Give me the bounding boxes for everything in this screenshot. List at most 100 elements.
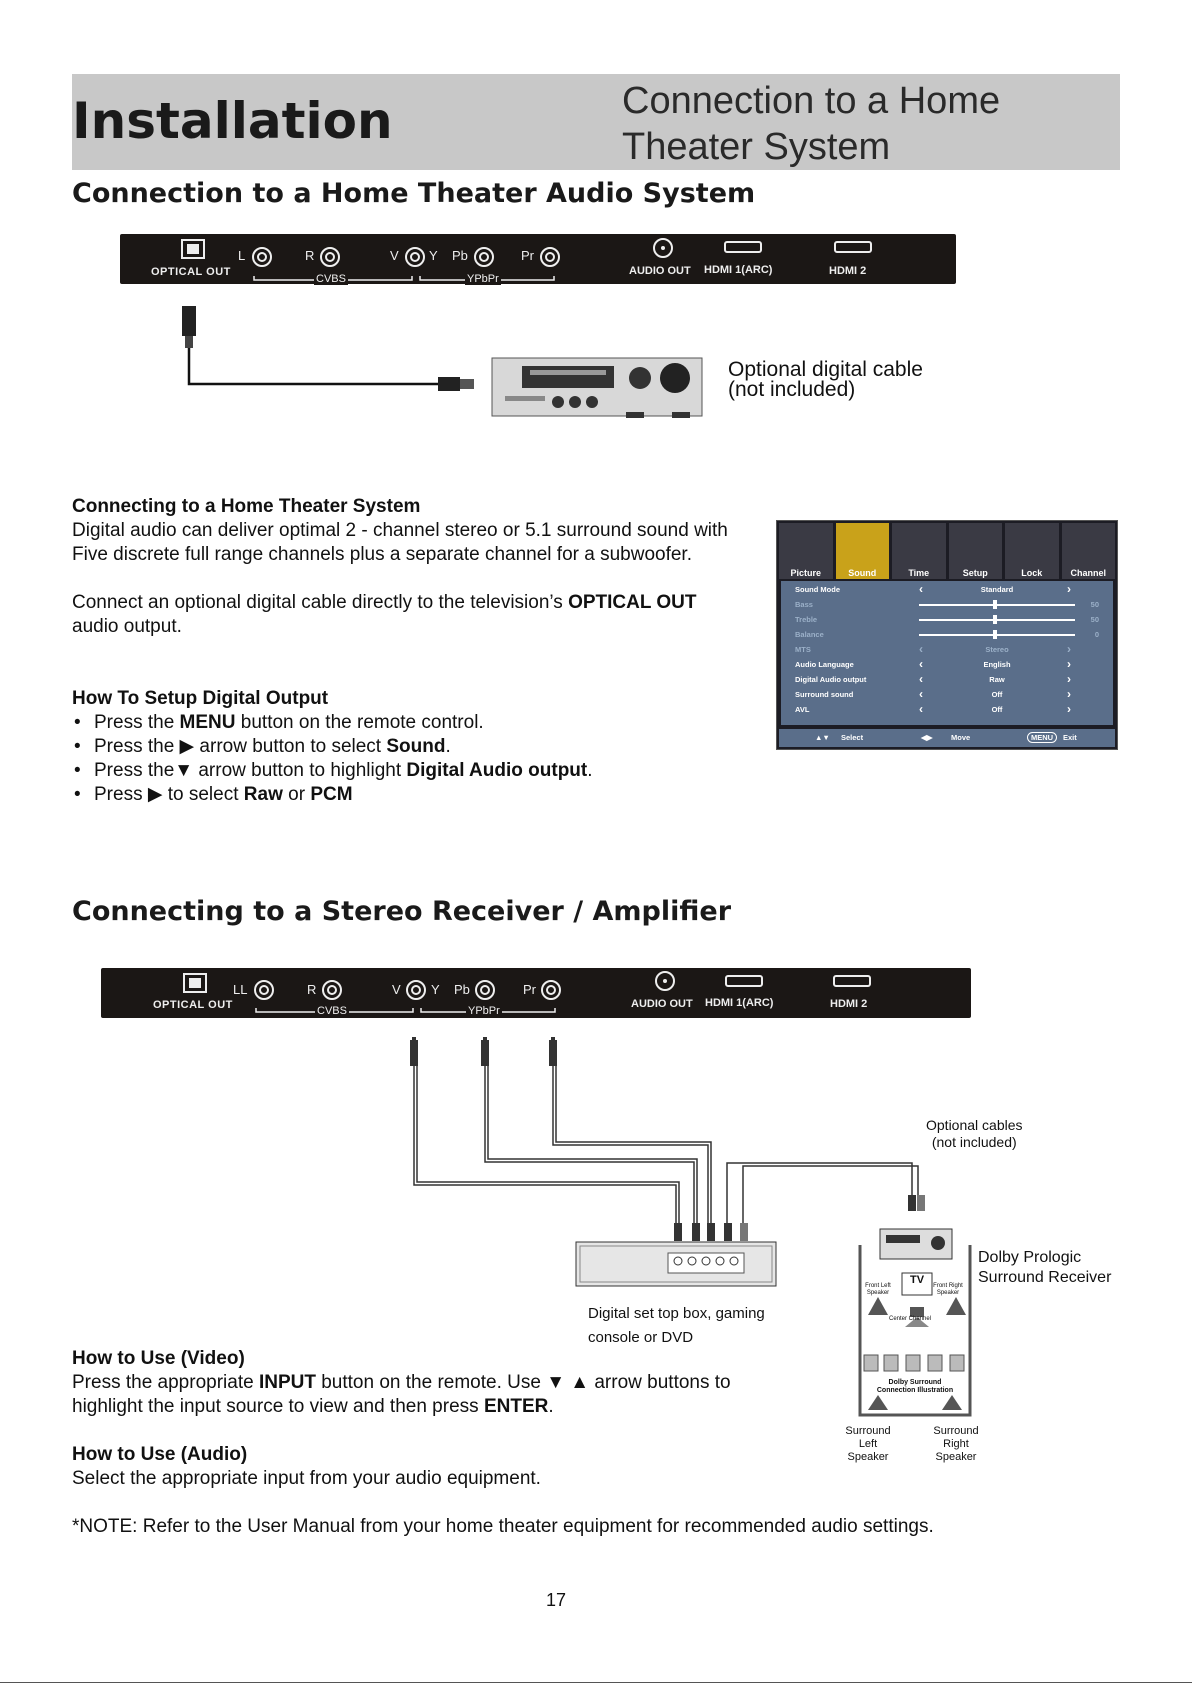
pr-label: Pr <box>521 248 534 263</box>
surround-left-label: Surround Left Speaker <box>845 1425 891 1463</box>
tv-label: TV <box>909 1274 925 1286</box>
right-arrow-icon: › <box>1067 642 1071 656</box>
menu-row-value: 50 <box>1090 615 1099 624</box>
menu-footer: ▲▼ Select ◀▶ Move MENU Exit <box>779 729 1115 747</box>
optical-cable-diagram <box>182 306 703 418</box>
menu-row-value: Raw <box>989 675 1005 684</box>
right-arrow-icon: › <box>1067 687 1071 701</box>
setup-tab: Setup <box>948 523 1002 579</box>
sound-menu-screenshot: Picture Sound Time Setup Lock Channel So… <box>776 520 1118 750</box>
dolby-speaker-illustration <box>858 1228 972 1417</box>
v-label: V <box>390 248 399 263</box>
footer-move: Move <box>951 733 971 742</box>
audio-out-label: AUDIO OUT <box>629 265 691 277</box>
use-audio-block: How to Use (Audio) Select the appropriat… <box>72 1443 832 1491</box>
menu-row-label: Audio Language <box>795 660 854 669</box>
optional-cable-note: Optional digital cable (not included) <box>728 358 923 401</box>
updown-icon: ▲▼ <box>815 733 830 742</box>
pr-label: Pr <box>523 982 536 997</box>
left-arrow-icon: ‹ <box>919 702 923 716</box>
use-video-line2: highlight the input source to view and t… <box>72 1396 554 1417</box>
menu-tab-bar: Picture Sound Time Setup Lock Channel <box>779 523 1115 579</box>
use-video-heading: How to Use (Video) <box>72 1348 245 1369</box>
cvbs-label: CVBS <box>314 273 348 285</box>
connecting-para2: Connect an optional digital cable direct… <box>72 592 697 613</box>
setup-step-1: Press the MENU button on the remote cont… <box>72 711 772 735</box>
balance-slider <box>919 634 1075 636</box>
treble-slider <box>919 619 1075 621</box>
left-arrow-icon: ‹ <box>919 657 923 671</box>
l-label: L <box>238 248 246 263</box>
pb-label: Pb <box>454 982 470 997</box>
optical-out-label: OPTICAL OUT <box>153 999 233 1011</box>
balance-slider-knob <box>993 630 997 639</box>
settop-label: Digital set top box, gaming console or D… <box>588 1305 765 1346</box>
time-tab: Time <box>892 523 946 579</box>
menu-row-label: Treble <box>795 615 818 624</box>
bass-slider <box>919 604 1075 606</box>
topic-title: Connection to a Home Theater System <box>622 80 1001 168</box>
optional-cables-note: Optional cables (not included) <box>926 1117 1023 1150</box>
treble-slider-knob <box>993 615 997 624</box>
menu-row-label: Sound Mode <box>795 585 840 594</box>
av-cable-diagram <box>410 1037 925 1287</box>
cvbs-label: CVBS <box>315 1005 349 1017</box>
tv-connector-panel-2: OPTICAL OUT LL R V Y Pb Pr CVBS YPbPr AU… <box>101 968 971 1018</box>
menu-key-icon: MENU <box>1027 732 1058 743</box>
connecting-para1-line2: Five discrete full range channels plus a… <box>72 544 692 565</box>
page-number: 17 <box>545 1590 567 1610</box>
menu-row-value: Standard <box>980 585 1014 594</box>
menu-row-label: Digital Audio output <box>795 675 867 684</box>
hdmi1-label: HDMI 1(ARC) <box>704 264 773 276</box>
l-label: LL <box>233 982 248 997</box>
setup-block: How To Setup Digital Output Press the ME… <box>72 687 772 807</box>
note: *NOTE: Refer to the User Manual from you… <box>72 1516 934 1537</box>
audio-out-label: AUDIO OUT <box>631 998 693 1010</box>
connecting-para2-end: audio output. <box>72 616 182 637</box>
hdmi2-label: HDMI 2 <box>830 998 868 1010</box>
hdmi1-label: HDMI 1(ARC) <box>705 997 774 1009</box>
channel-tab: Channel <box>1061 523 1115 579</box>
menu-row-label: AVL <box>795 705 810 714</box>
bottom-rule <box>0 1682 1192 1683</box>
section2-title: Connecting to a Stereo Receiver / Amplif… <box>72 896 732 927</box>
right-arrow-icon: › <box>1067 672 1071 686</box>
setup-step-4: Press ▶ to select Raw or PCM <box>72 783 772 807</box>
menu-row-label: MTS <box>795 645 811 654</box>
menu-row-label: Bass <box>795 600 813 609</box>
r-label: R <box>307 982 317 997</box>
menu-row-label: Surround sound <box>795 690 854 699</box>
v-label: V <box>392 982 401 997</box>
optical-out-label: OPTICAL OUT <box>151 266 231 278</box>
y-label: Y <box>431 982 440 997</box>
right-arrow-icon: › <box>1067 582 1071 596</box>
tv-connector-panel-1: OPTICAL OUT L R V Y Pb Pr CVBS YPbPr AUD… <box>120 234 956 285</box>
section-title: Installation <box>72 92 393 150</box>
menu-row-label: Balance <box>795 630 824 639</box>
picture-tab: Picture <box>779 523 833 579</box>
r-label: R <box>305 248 315 263</box>
leftright-icon: ◀▶ <box>921 733 933 742</box>
footer-select: Select <box>841 733 864 742</box>
use-video-block: How to Use (Video) Press the appropriate… <box>72 1347 832 1419</box>
connector-panel-graphic-2 <box>183 971 871 1013</box>
ypbpr-label: YPbPr <box>465 273 501 285</box>
right-arrow-icon: › <box>1067 702 1071 716</box>
use-audio-line1: Select the appropriate input from your a… <box>72 1468 541 1489</box>
setup-steps: Press the MENU button on the remote cont… <box>72 711 772 807</box>
connector-panel-graphic-1 <box>181 238 872 281</box>
left-arrow-icon: ‹ <box>919 687 923 701</box>
section1-title: Connection to a Home Theater Audio Syste… <box>72 178 756 209</box>
menu-row-value: Off <box>991 690 1003 699</box>
connecting-block: Connecting to a Home Theater System Digi… <box>72 495 772 639</box>
ypbpr-label: YPbPr <box>466 1005 502 1017</box>
menu-row-value: 0 <box>1094 630 1099 639</box>
bass-slider-knob <box>993 600 997 609</box>
menu-settings: Sound Mode ‹ Standard › Bass 50 Treble 5… <box>781 581 1113 725</box>
setup-step-3: Press the▼ arrow button to highlight Dig… <box>72 759 772 783</box>
menu-row-value: English <box>983 660 1011 669</box>
lock-tab: Lock <box>1005 523 1059 579</box>
use-video-line1: Press the appropriate INPUT button on th… <box>72 1372 731 1393</box>
setup-heading: How To Setup Digital Output <box>72 688 329 709</box>
left-arrow-icon: ‹ <box>919 582 923 596</box>
